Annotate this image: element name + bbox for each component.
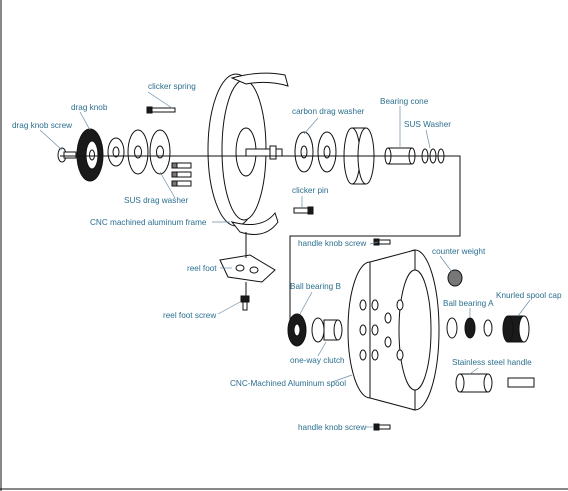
handle-knob-screw-top-part — [373, 238, 391, 246]
label-carbon-drag-washer: carbon drag washer — [292, 107, 365, 116]
one-way-clutch-part — [311, 317, 343, 343]
cnc-frame-part — [207, 72, 289, 235]
label-counter-weight: counter weight — [432, 247, 486, 256]
ball-bearing-b-part — [287, 313, 307, 347]
clicker-pin-parts — [171, 162, 192, 187]
label-stainless-steel-handle: Stainless steel handle — [452, 358, 532, 367]
label-one-way-clutch: one-way clutch — [290, 356, 345, 365]
knurled-spool-cap-part — [502, 315, 530, 343]
drag-knob-screw-part — [57, 147, 77, 163]
reel-foot-part — [219, 232, 276, 283]
counter-weight-part — [447, 269, 463, 287]
cnc-spool-part — [347, 249, 440, 411]
label-ball-bearing-b: Ball bearing B — [290, 282, 342, 291]
label-sus-washer-top: SUS Washer — [404, 120, 451, 129]
handle-knob-screw-bottom-part — [373, 423, 391, 431]
label-cnc-spool: CNC-Machined Aluminum spool — [230, 379, 346, 388]
label-bearing-cone: Bearing cone — [380, 97, 429, 106]
label-handle-knob-screw-bottom: handle knob screw — [298, 423, 366, 432]
label-knurled-spool-cap: Knurled spool cap — [496, 291, 562, 300]
label-clicker-spring: clicker spring — [148, 82, 196, 91]
assembly-axis-line — [60, 155, 461, 330]
sus-drag-washer-part — [107, 129, 171, 175]
label-reel-foot-screw: reel foot screw — [163, 311, 216, 320]
label-drag-knob-screw: drag knob screw — [12, 121, 72, 130]
label-handle-knob-screw-top: handle knob screw — [298, 239, 366, 248]
label-drag-knob: drag knob — [71, 103, 108, 112]
ball-bearing-a-part — [446, 317, 493, 339]
label-cnc-frame: CNC machined aluminum frame — [90, 218, 207, 227]
label-reel-foot: reel foot — [187, 264, 217, 273]
clicker-pin-right-part — [293, 206, 314, 215]
reel-foot-screw-part — [240, 282, 250, 311]
stainless-steel-handle-part — [455, 373, 535, 393]
label-ball-bearing-a: Ball bearing A — [443, 299, 494, 308]
drag-knob-part — [76, 128, 104, 182]
label-sus-drag-washer: SUS drag washer — [124, 196, 188, 205]
clicker-spring-part — [146, 106, 176, 114]
leader-lines — [39, 91, 531, 428]
label-clicker-pin: clicker pin — [292, 186, 329, 195]
carbon-drag-washer-part — [294, 131, 337, 173]
